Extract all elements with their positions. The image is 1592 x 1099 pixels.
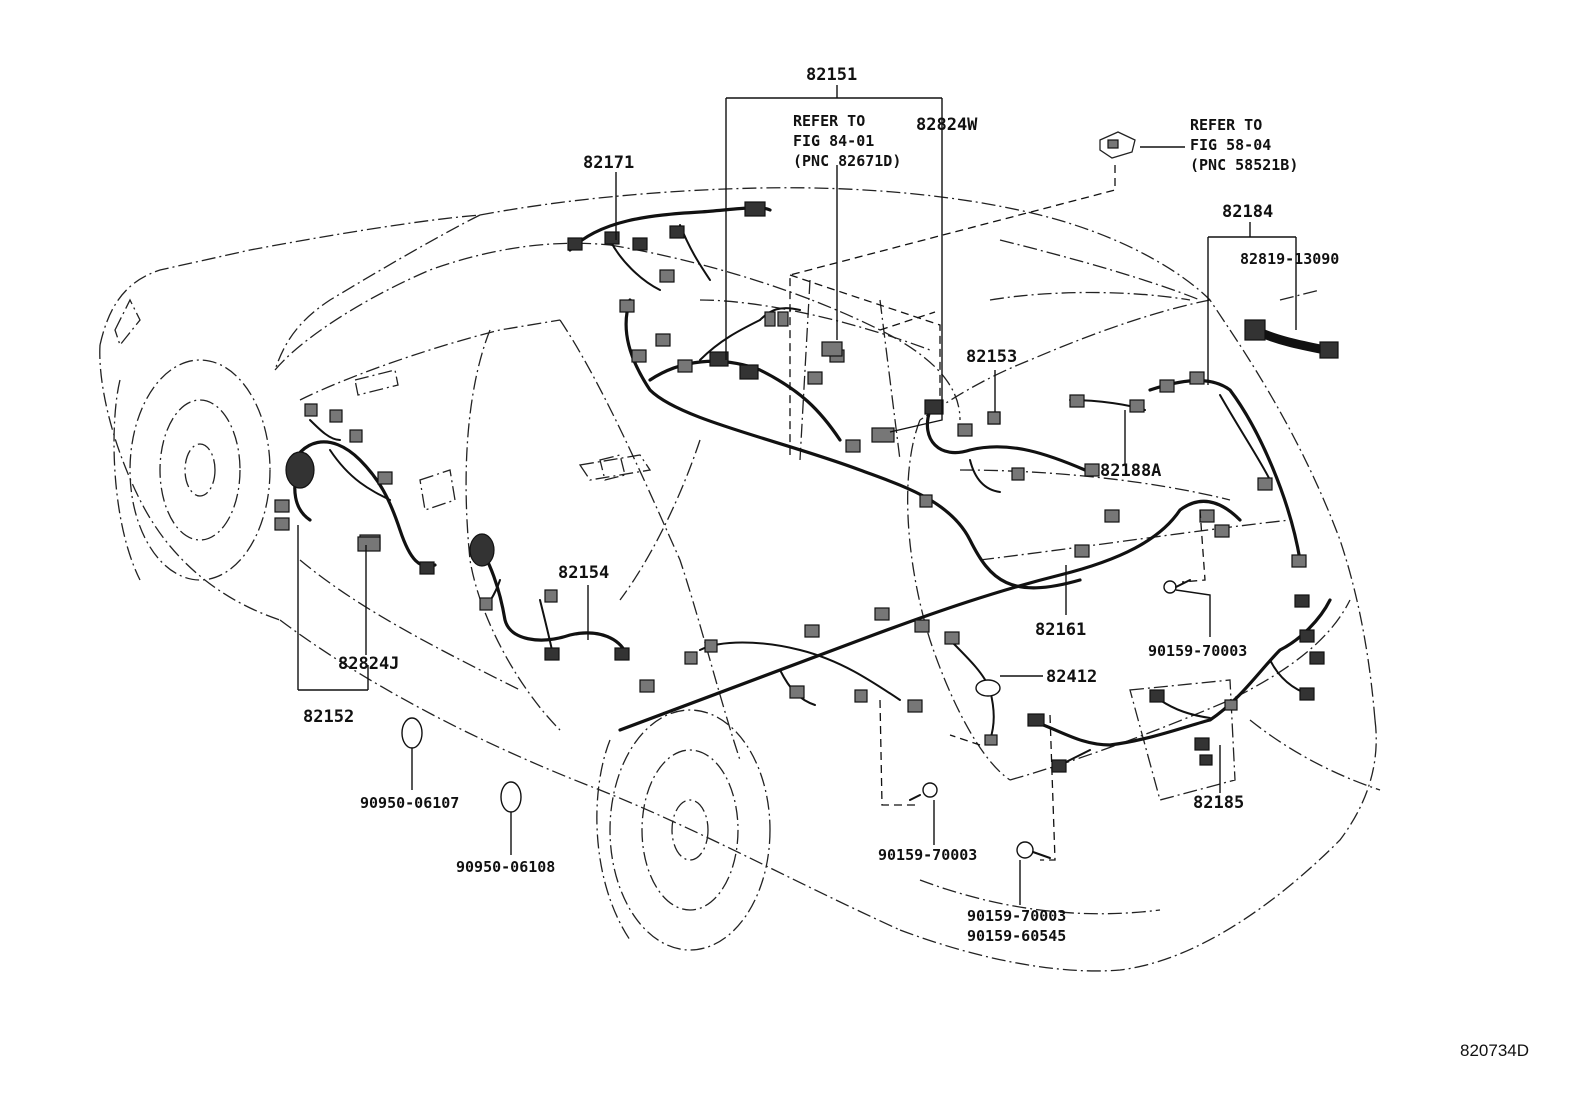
harness-82185 (1027, 594, 1332, 773)
leader-lines (297, 85, 1297, 905)
label-82153: 82153 (966, 347, 1017, 367)
label-82185: 82185 (1193, 793, 1244, 813)
rear-wheel (596, 709, 771, 951)
harness-82171 (567, 201, 772, 291)
label-82152: 82152 (303, 707, 354, 727)
connector-82824J (357, 536, 381, 552)
harness-82151 (619, 298, 1082, 590)
svg-text:(PNC 58521B): (PNC 58521B) (1190, 156, 1298, 174)
label-82184: 82184 (1222, 202, 1273, 222)
label-82161: 82161 (1035, 620, 1086, 640)
label-82819-13090: 82819-13090 (1240, 250, 1339, 268)
harness-82188A (1069, 394, 1146, 413)
svg-text:REFER TO: REFER TO (1190, 116, 1262, 134)
label-90950-06108: 90950-06108 (456, 858, 555, 876)
refer-note-fig-58-04: REFER TO FIG 58-04 (PNC 58521B) (1190, 116, 1298, 174)
plug-90950-06107 (401, 717, 423, 749)
label-90159-70003-right: 90159-70003 (1148, 642, 1247, 660)
harness-82184 (1148, 371, 1307, 568)
harness-82161 (618, 494, 1242, 732)
front-wheel (113, 359, 271, 581)
part-82819-13090 (1244, 319, 1339, 359)
label-90159-70003-center: 90159-70003 (878, 846, 977, 864)
grommet-82412 (944, 631, 1001, 746)
label-82154: 82154 (558, 563, 609, 583)
harness-82153 (924, 399, 1100, 493)
bolt-90159-lower (1016, 841, 1051, 859)
harness-82152 (274, 403, 437, 575)
harness-82154 (469, 533, 630, 661)
label-90950-06107: 90950-06107 (360, 794, 459, 812)
label-90159-70003-lower: 90159-70003 (967, 907, 1066, 925)
figure-id: 820734D (1460, 1041, 1529, 1060)
plug-90950-06108 (500, 781, 522, 813)
svg-text:(PNC 82671D): (PNC 82671D) (793, 152, 901, 170)
bolt-90159-70003-center (909, 782, 938, 801)
label-82151: 82151 (806, 65, 857, 85)
connector-82824W (871, 427, 895, 443)
svg-text:FIG 58-04: FIG 58-04 (1190, 136, 1271, 154)
label-82824W: 82824W (916, 115, 978, 135)
refer-note-fig-84-01: REFER TO FIG 84-01 (PNC 82671D) (793, 112, 901, 170)
bolt-90159-70003-right (1163, 579, 1191, 594)
svg-text:FIG 84-01: FIG 84-01 (793, 132, 874, 150)
svg-text:REFER TO: REFER TO (793, 112, 865, 130)
part-refer-58-04 (1099, 131, 1136, 159)
dashed-reference-lines (789, 165, 1206, 861)
part-number-labels: 82151 82171 82824W 82184 82819-13090 821… (303, 65, 1339, 945)
label-82412: 82412 (1046, 667, 1097, 687)
vehicle-body-outline (99, 187, 1381, 972)
label-82188A: 82188A (1100, 461, 1161, 481)
connector-refer-84-01 (821, 341, 843, 357)
connector-82153 (987, 411, 1001, 425)
label-82171: 82171 (583, 153, 634, 173)
label-90159-60545: 90159-60545 (967, 927, 1066, 945)
label-82824J: 82824J (338, 654, 399, 674)
